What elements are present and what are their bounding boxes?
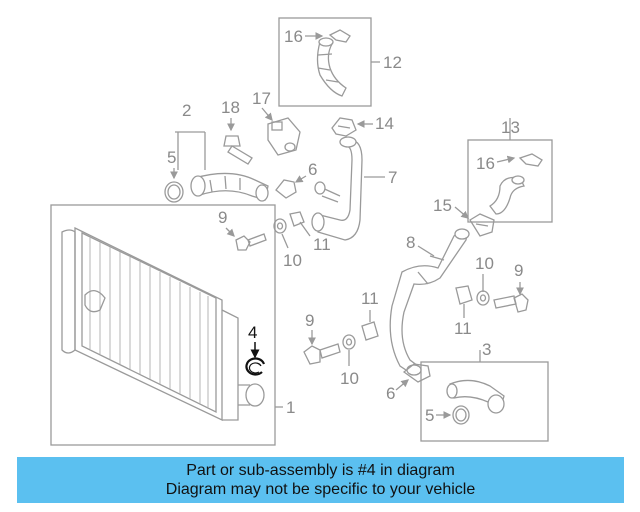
bolt-part-18: 18 xyxy=(221,98,253,165)
grommet-part-11-upper xyxy=(289,211,311,237)
parts-diagram: 1 4 2 5 18 17 xyxy=(50,17,553,446)
grommet-part-11-right xyxy=(455,285,473,318)
info-banner: Part or sub-assembly is #4 in diagram Di… xyxy=(17,457,624,503)
callout-9b: 9 xyxy=(305,311,314,330)
callout-18: 18 xyxy=(221,98,240,117)
callout-6a: 6 xyxy=(308,160,317,179)
pipe-part-8 xyxy=(389,228,470,376)
callout-4: 4 xyxy=(248,323,257,342)
callout-14: 14 xyxy=(375,114,394,133)
banner-line-1: Part or sub-assembly is #4 in diagram xyxy=(186,462,455,479)
washer-part-10-lower xyxy=(342,334,356,366)
hose-part-13-box xyxy=(467,118,553,223)
hose-part-12-box xyxy=(278,17,380,107)
callout-9a: 9 xyxy=(218,208,227,227)
clamp-part-14: 14 xyxy=(331,114,394,137)
callout-1: 1 xyxy=(286,398,295,417)
callout-5a: 5 xyxy=(167,148,176,167)
bolt-part-9-right: 9 xyxy=(493,261,529,313)
callout-10c: 10 xyxy=(475,254,494,273)
callout-8: 8 xyxy=(406,233,415,252)
callout-6b: 6 xyxy=(386,384,395,403)
callout-11b: 11 xyxy=(361,289,379,308)
callout-10a: 10 xyxy=(283,251,302,270)
bolt-part-9-upper: 9 xyxy=(218,208,267,251)
grommet-part-11-lower: 11 xyxy=(361,289,379,341)
callout-15: 15 xyxy=(433,196,452,215)
bracket-part-6-lower: 6 xyxy=(386,363,431,403)
banner-line-2: Diagram may not be specific to your vehi… xyxy=(165,481,476,498)
clip-part-4: 4 xyxy=(245,323,266,376)
callout-11c: 11 xyxy=(454,319,472,338)
callout-9c: 9 xyxy=(514,261,523,280)
clamp-part-15: 15 xyxy=(433,196,495,237)
callout-11a: 11 xyxy=(313,235,331,254)
callout-10b: 10 xyxy=(340,369,359,388)
callout-2: 2 xyxy=(182,101,191,120)
callout-7: 7 xyxy=(388,168,397,187)
callout-5b: 5 xyxy=(425,406,434,425)
intercooler-assembly xyxy=(50,204,283,446)
callout-13: 13 xyxy=(501,118,520,137)
clamp-part-5: 5 xyxy=(164,148,184,203)
washer-part-10-upper xyxy=(273,218,289,249)
pipe-part-7 xyxy=(311,136,385,241)
callout-17: 17 xyxy=(252,89,271,108)
callout-16a: 16 xyxy=(284,27,303,46)
hose-part-3-box xyxy=(420,350,549,442)
callout-12: 12 xyxy=(383,53,402,72)
bracket-part-6-upper: 6 xyxy=(275,160,317,199)
callout-3: 3 xyxy=(482,340,491,359)
hose-part-2: 2 xyxy=(175,101,269,202)
bolt-part-9-lower: 9 xyxy=(303,311,341,365)
sensor-part-17: 17 xyxy=(252,89,301,156)
washer-part-10-right: 10 xyxy=(475,254,494,306)
callout-16b: 16 xyxy=(476,154,495,173)
